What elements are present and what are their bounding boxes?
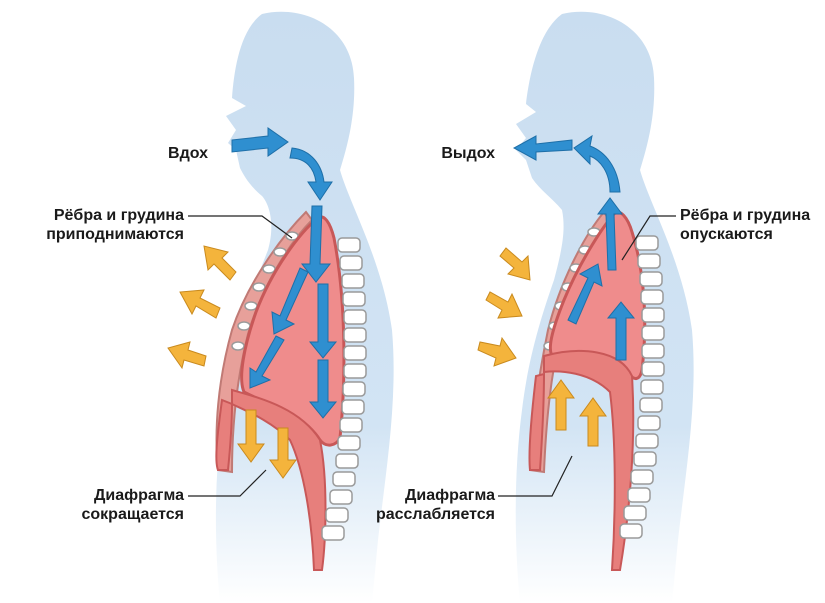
exhale-diaphragm-label-line1: Диафрагма	[376, 486, 495, 505]
exhale-ribs-label: Рёбра и грудина опускаются	[680, 206, 810, 244]
rib-motion-arrow-icon	[478, 248, 530, 366]
rib-motion-arrow-icon	[168, 246, 236, 368]
inhale-diaphragm-label-line2: сокращается	[82, 505, 185, 524]
inhale-ribs-label-line2: приподнимаются	[46, 225, 184, 244]
exhale-phase-label: Выдох	[441, 144, 495, 163]
exhale-diaphragm-label-line2: расслабляется	[376, 505, 495, 524]
exhale-panel	[478, 12, 694, 603]
inhale-diaphragm-label-line1: Диафрагма	[82, 486, 185, 505]
exhale-diaphragm-label: Диафрагма расслабляется	[376, 486, 495, 524]
inhale-ribs-label: Рёбра и грудина приподнимаются	[46, 206, 184, 244]
exhale-ribs-label-line1: Рёбра и грудина	[680, 206, 810, 225]
inhale-phase-label: Вдох	[168, 144, 208, 163]
inhale-panel	[168, 12, 394, 603]
exhale-ribs-label-line2: опускаются	[680, 225, 810, 244]
inhale-diaphragm-label: Диафрагма сокращается	[82, 486, 185, 524]
inhale-ribs-label-line1: Рёбра и грудина	[46, 206, 184, 225]
